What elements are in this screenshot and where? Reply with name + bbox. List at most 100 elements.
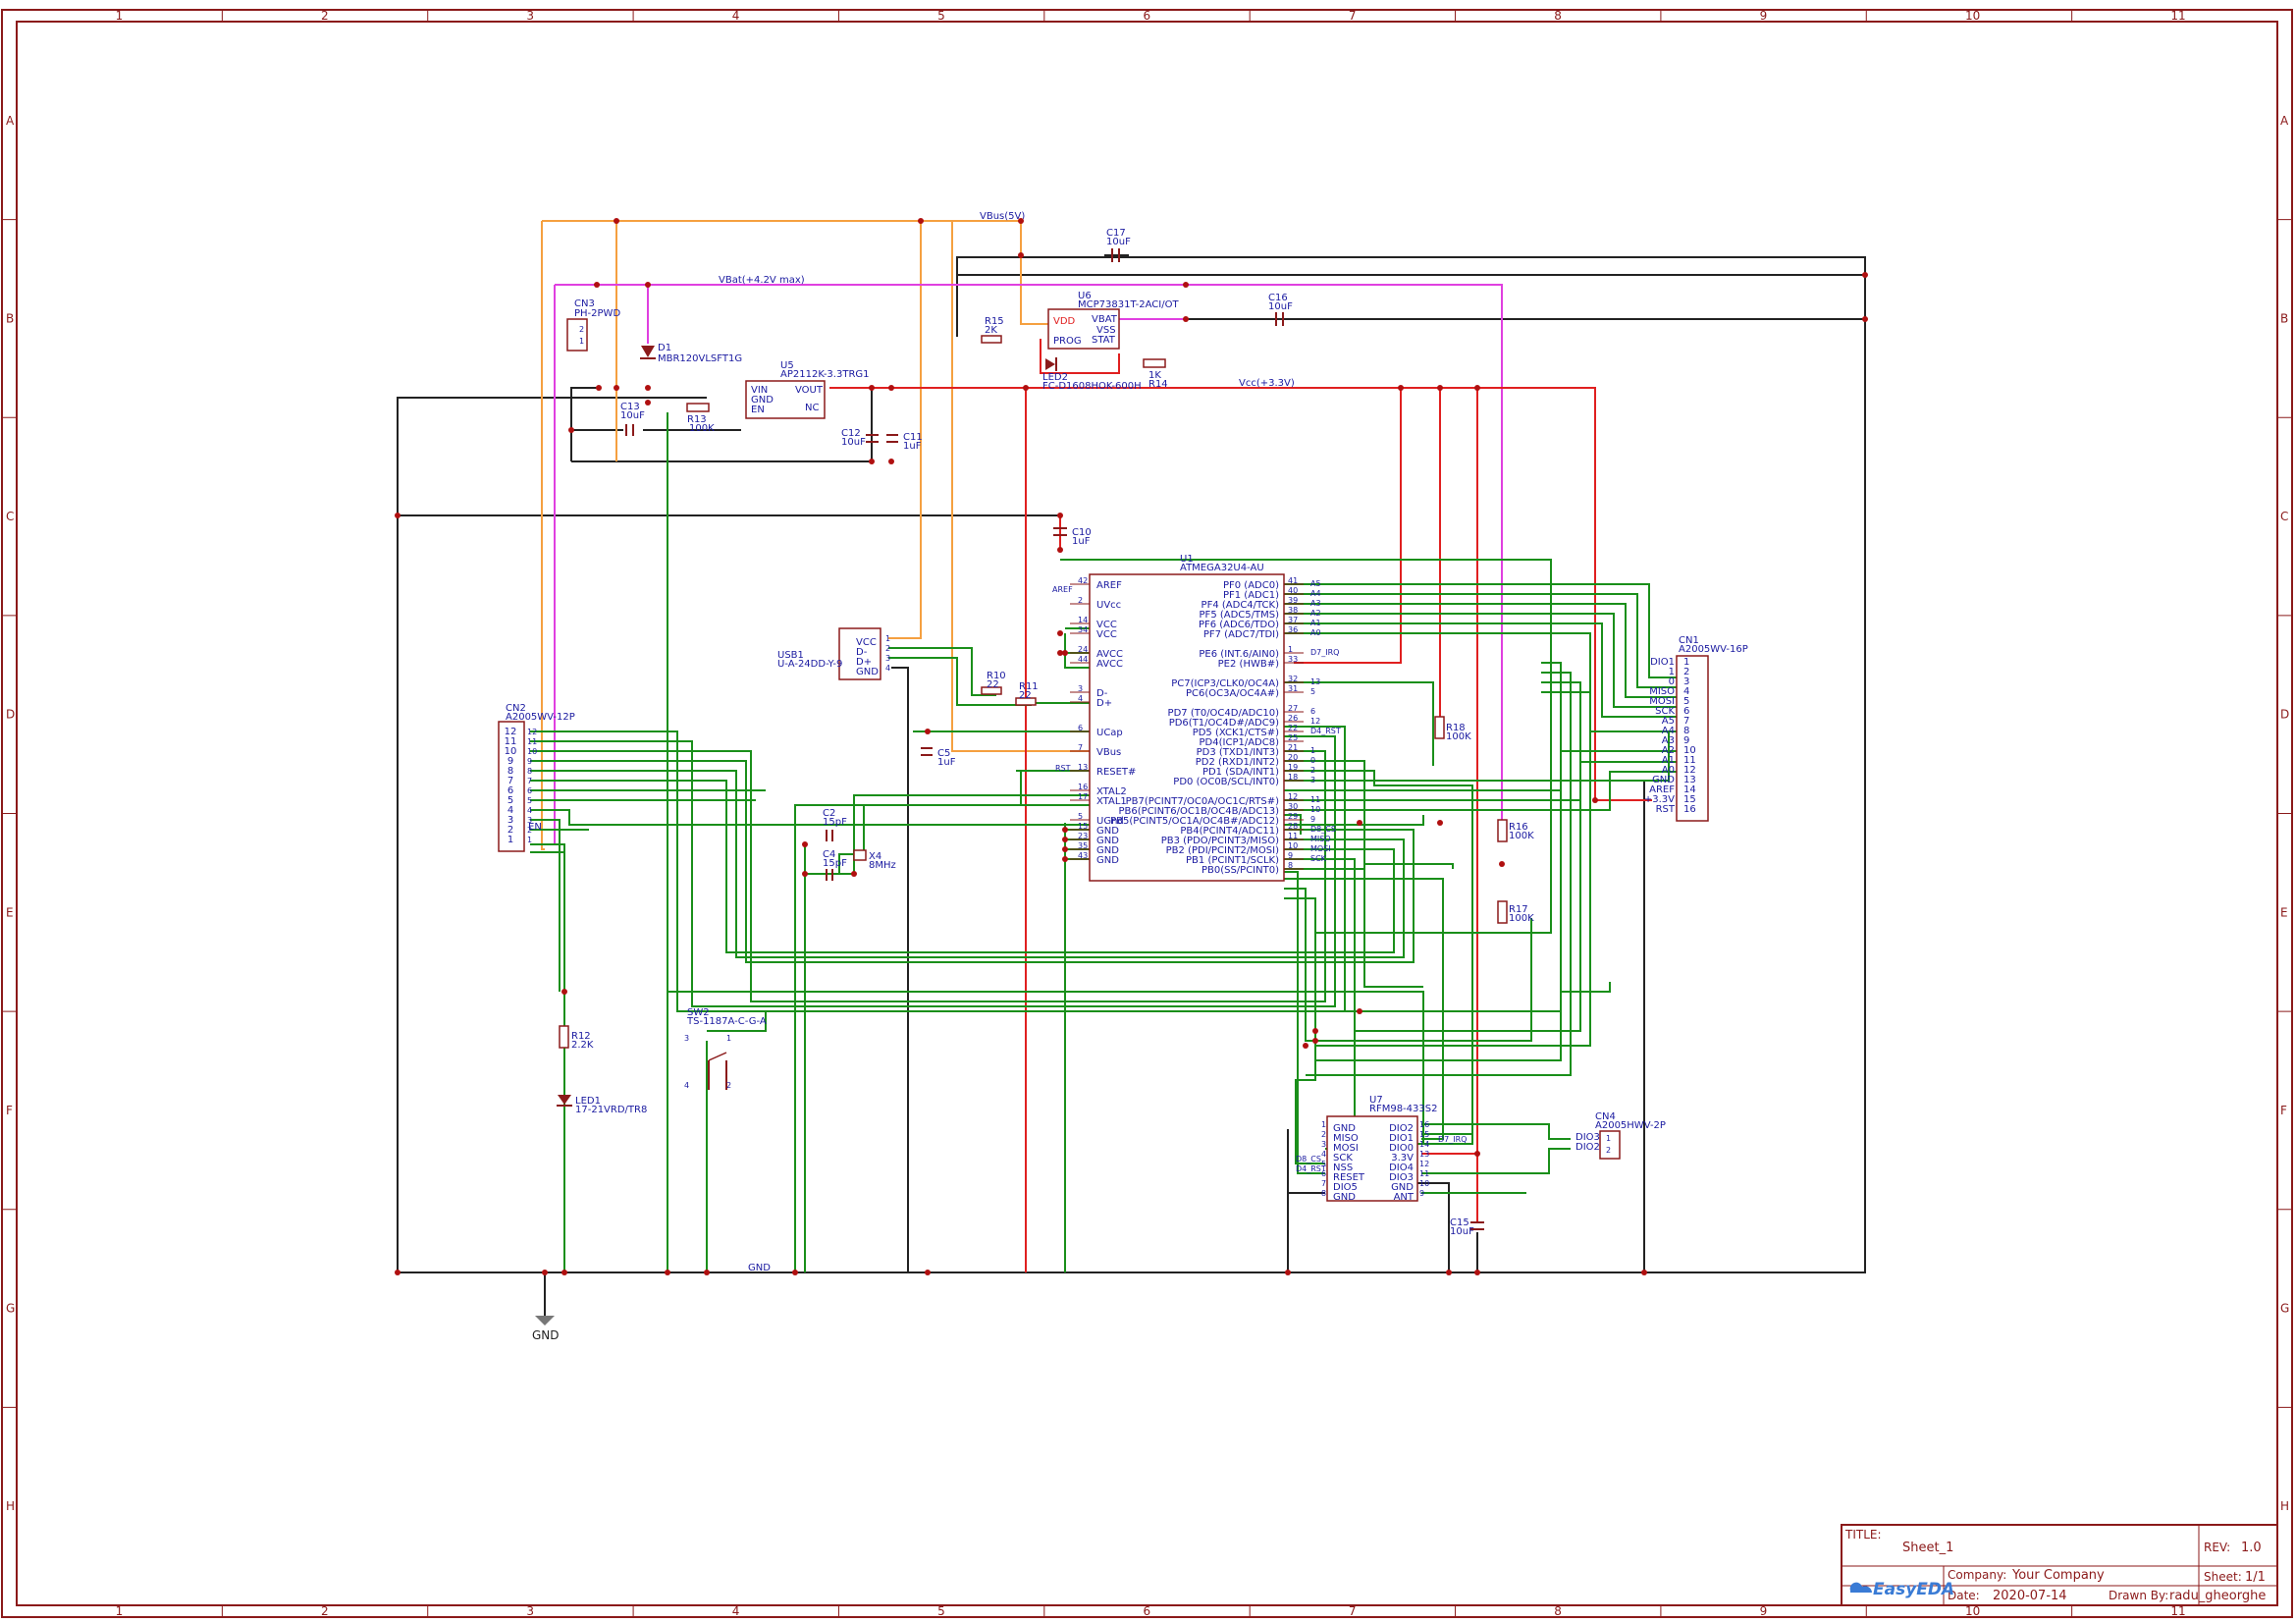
usb-pin-number: 4 (885, 664, 890, 673)
ground-symbol: GND (532, 1272, 560, 1342)
u7-pin-name: GND (1333, 1192, 1356, 1203)
u1-pin-net: A5 (1310, 579, 1321, 588)
company-label: Company: (1948, 1568, 2006, 1582)
cn1-pin-label: GND (1652, 775, 1675, 785)
net-rst-label: RST (1055, 764, 1071, 773)
svg-text:C2: C2 (823, 808, 835, 819)
u1-pin-name: GND (1096, 855, 1119, 866)
svg-text:3: 3 (684, 1034, 689, 1043)
svg-text:D1: D1 (658, 343, 671, 353)
cn4-connector: CN4 A2005HWV-2P DIO3 DIO2 1 2 (1575, 1111, 1666, 1160)
svg-text:R17: R17 (1509, 904, 1528, 915)
net-vcc-label: Vcc(+3.3V) (1239, 378, 1295, 389)
junction-dot (1023, 385, 1029, 391)
svg-text:VSS: VSS (1096, 325, 1116, 336)
u1-pin-number: 16 (1078, 783, 1088, 791)
u5-ldo-regulator: U5 AP2112K-3.3TRG1 VIN GND EN VOUT NC (745, 360, 870, 419)
svg-text:C13: C13 (620, 402, 640, 412)
cn1-pin-label: SCK (1655, 706, 1675, 717)
grid-col-label: 2 (321, 9, 329, 23)
d1-schottky-diode: D1 MBR120VLSFT1G (640, 343, 742, 364)
svg-text:17-21VRD/TR8: 17-21VRD/TR8 (575, 1105, 647, 1115)
grid-col-label: 8 (1554, 1604, 1562, 1618)
svg-text:MBR120VLSFT1G: MBR120VLSFT1G (658, 353, 742, 364)
u7-pin-name: MOSI (1333, 1143, 1359, 1154)
svg-text:C17: C17 (1106, 228, 1126, 239)
cn1-pin-number: 10 (1683, 745, 1696, 756)
cn1-pin-number: 1 (1683, 657, 1689, 668)
grid-row-label: D (6, 708, 15, 722)
u1-pin-net: 13 (1310, 677, 1320, 686)
svg-text:CN3: CN3 (574, 298, 595, 309)
u1-pin-number: 9 (1288, 851, 1293, 860)
u7-pin-name: DIO2 (1389, 1123, 1414, 1134)
u7-pin-number: 15 (1419, 1130, 1429, 1139)
grid-col-label: 2 (321, 1604, 329, 1618)
r15-resistor: R15 2K (981, 316, 1004, 344)
junction-dot (645, 400, 651, 406)
x4-crystal: X4 8MHz (853, 849, 896, 871)
u1-pin-name: PC7(ICP3/CLK0/OC4A) (1171, 678, 1279, 689)
grid-col-label: 9 (1760, 1604, 1768, 1618)
u1-pin-net: 3 (1310, 776, 1315, 784)
u1-pin-name: GND (1096, 836, 1119, 846)
cn2-pin-inner: 11 (527, 737, 537, 746)
svg-text:A2005HWV-2P: A2005HWV-2P (1595, 1120, 1666, 1131)
junction-dot (1062, 837, 1068, 842)
cn2-pin-inner: 2 (527, 826, 532, 835)
cn1-pin-label: RST (1656, 804, 1676, 815)
u7-pin-name: MISO (1333, 1133, 1359, 1144)
r11-resistor: R11 22 (1015, 681, 1039, 706)
svg-text:FC-D1608HOK-600H: FC-D1608HOK-600H (1042, 381, 1142, 392)
u1-pin-name: AVCC (1096, 649, 1123, 660)
junction-dot (594, 282, 600, 288)
u7-pin-number: 10 (1419, 1179, 1429, 1188)
u1-pin-name: PF7 (ADC7/TDI) (1203, 629, 1279, 640)
cn2-pin-number: 1 (507, 835, 513, 845)
cn1-pin-label: A1 (1662, 755, 1675, 766)
u7-pin-number: 7 (1321, 1179, 1326, 1188)
svg-text:2K: 2K (985, 325, 997, 336)
cn1-pin-number: 9 (1683, 735, 1689, 746)
svg-text:R10: R10 (987, 671, 1006, 681)
junction-dot (1446, 1270, 1452, 1275)
cn1-pin-label: AREF (1649, 784, 1675, 795)
junction-dot (918, 218, 924, 224)
cn2-pin-inner: 4 (527, 806, 532, 815)
u1-pin-name: PF4 (ADC4/TCK) (1201, 600, 1280, 611)
u7-pin-number: 3 (1321, 1140, 1326, 1149)
cn1-pin-number: 15 (1683, 794, 1696, 805)
grid-col-label: 4 (732, 9, 740, 23)
u1-pin-number: 31 (1288, 684, 1298, 693)
u1-pin-number: 37 (1288, 616, 1298, 624)
title-label: TITLE: (1844, 1528, 1882, 1542)
u1-pin-name: D- (1096, 688, 1108, 699)
grid-col-label: 9 (1760, 9, 1768, 23)
u7-pin-number: 2 (1321, 1130, 1326, 1139)
svg-text:C16: C16 (1268, 293, 1288, 303)
grid-row-label: B (6, 311, 14, 325)
c10-capacitor: C10 1uF (1053, 527, 1092, 547)
cn2-pin-inner: 5 (527, 796, 532, 805)
junction-dot (596, 385, 602, 391)
cn1-pin-number: 7 (1683, 716, 1689, 727)
net-labels: VBus(5V) VBat(+4.2V max) Vcc(+3.3V) GND … (719, 211, 1295, 1273)
u1-pin-name: PB6(PCINT6/OC1B/OC4B/ADC13) (1119, 806, 1280, 817)
junction-dot (1357, 1008, 1362, 1014)
svg-text:NC: NC (805, 403, 819, 413)
cn3-connector: CN3 PH-2PWD 2 1 (566, 298, 620, 352)
c5-capacitor: C5 1uF (921, 747, 956, 768)
svg-text:1: 1 (1606, 1134, 1611, 1143)
u7-pin-name: DIO0 (1389, 1143, 1414, 1154)
svg-text:PROG: PROG (1053, 336, 1082, 347)
svg-text:AREF: AREF (1052, 585, 1073, 594)
svg-text:100K: 100K (1446, 731, 1471, 742)
u1-pin-number: 19 (1288, 763, 1298, 772)
cn1-pin-number: 2 (1683, 667, 1689, 677)
cn2-pin-inner: 10 (527, 747, 537, 756)
grid-row-label: C (2280, 510, 2288, 523)
u1-pin-name: PD2 (RXD1/INT2) (1196, 757, 1279, 768)
junction-dot (1862, 272, 1868, 278)
r18-resistor: R18 100K (1434, 716, 1471, 742)
